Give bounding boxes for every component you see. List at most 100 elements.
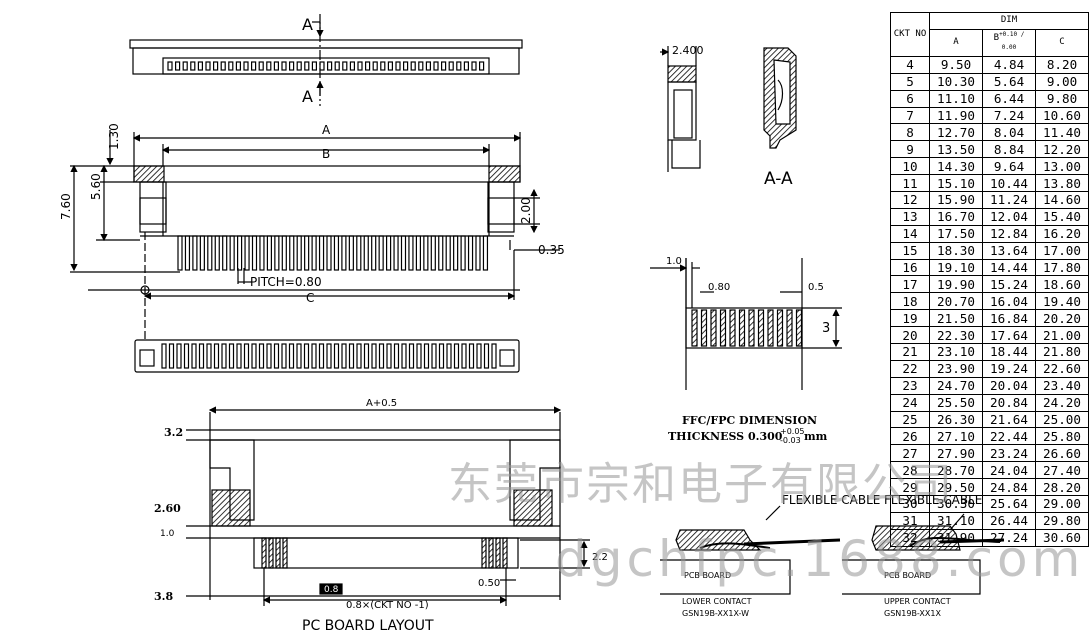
cell-ckt: 31 (890, 511, 930, 530)
top-view (129, 14, 523, 106)
header-dim: DIM (929, 12, 1089, 30)
cell-ckt: 17 (890, 275, 930, 294)
cell-a: 19.10 (929, 258, 983, 277)
cell-c: 11.40 (1035, 123, 1089, 142)
pcb-10-label: 1.0 (160, 529, 175, 539)
pcb-title: PC BOARD LAYOUT (302, 618, 434, 630)
cell-a: 19.90 (929, 275, 983, 294)
flex-cable-lower: FLEXIBLE CABLE (782, 493, 880, 507)
dim-130-label: 1.30 (107, 123, 121, 150)
cell-a: 27.10 (929, 427, 983, 446)
cell-a: 23.90 (929, 359, 983, 378)
cell-b: 21.64 (982, 410, 1036, 429)
cell-b: 8.84 (982, 140, 1036, 159)
pcb-32-label: 3.2 (164, 426, 183, 439)
cell-ckt: 11 (890, 174, 930, 193)
dim-a-label: A (322, 123, 331, 137)
cell-a: 12.70 (929, 123, 983, 142)
cell-c: 24.20 (1035, 393, 1089, 412)
cell-a: 11.10 (929, 89, 983, 108)
cell-c: 18.60 (1035, 275, 1089, 294)
dim-c-label: C (306, 291, 314, 305)
section-a-bottom-label: A (302, 87, 313, 106)
cell-ckt: 20 (890, 326, 930, 345)
cell-b: 15.24 (982, 275, 1036, 294)
cell-b: 18.44 (982, 343, 1036, 361)
ffc-tol-minus: -0.03 (780, 436, 801, 445)
cell-a: 10.30 (929, 72, 983, 91)
pcb-38-label: 3.8 (154, 590, 173, 603)
watermark-company: 东莞市宗和电子有限公司 (448, 459, 954, 510)
cell-ckt: 21 (890, 343, 930, 361)
cell-a: 18.30 (929, 241, 983, 260)
ffc-10-label: 1.0 (666, 256, 682, 267)
cell-b: 26.44 (982, 511, 1036, 530)
cell-c: 25.80 (1035, 427, 1089, 446)
cell-ckt: 28 (890, 461, 930, 480)
cell-ckt: 24 (890, 393, 930, 412)
cell-a: 27.90 (929, 444, 983, 463)
cell-c: 17.80 (1035, 258, 1089, 277)
section-a-top-label: A (302, 15, 313, 34)
cell-b: 13.64 (982, 241, 1036, 260)
lower-contact-label: LOWER CONTACT (682, 597, 752, 606)
cell-ckt: 13 (890, 207, 930, 226)
cell-c: 15.40 (1035, 207, 1089, 226)
cell-c: 13.80 (1035, 174, 1089, 193)
dim-035-label: 0.35 (538, 243, 565, 257)
cell-a: 23.10 (929, 343, 983, 361)
cell-ckt: 30 (890, 495, 930, 513)
cell-c: 26.60 (1035, 444, 1089, 463)
header-ckt-no: CKT NO (890, 12, 930, 57)
cell-c: 9.00 (1035, 72, 1089, 91)
cell-c: 17.00 (1035, 241, 1089, 260)
cell-b: 12.04 (982, 207, 1036, 226)
bottom-view (134, 339, 520, 373)
cell-c: 12.20 (1035, 140, 1089, 159)
cell-b: 16.84 (982, 309, 1036, 328)
section-aa (763, 47, 797, 149)
cell-ckt: 25 (890, 410, 930, 429)
cell-a: 31.10 (929, 511, 983, 530)
cell-ckt: 22 (890, 359, 930, 378)
cell-ckt: 8 (890, 123, 930, 142)
ffc-unit: mm (804, 430, 828, 443)
cell-b: 6.44 (982, 89, 1036, 108)
cell-a: 15.90 (929, 191, 983, 209)
cell-b: 9.64 (982, 157, 1036, 176)
ffc-thickness: THICKNESS 0.300 (668, 430, 783, 443)
cell-ckt: 19 (890, 309, 930, 328)
upper-part-label: GSN19B-XX1X (884, 609, 941, 618)
cell-a: 14.30 (929, 157, 983, 176)
ffc-tol-plus: +0.05 (780, 427, 805, 436)
cell-b: 10.44 (982, 174, 1036, 193)
cell-a: 30.30 (929, 495, 983, 513)
cell-b: 20.04 (982, 376, 1036, 395)
cell-c: 14.60 (1035, 191, 1089, 209)
pcb-260-label: 2.60 (154, 502, 181, 515)
pcb-layout (186, 406, 590, 606)
cell-b: 16.04 (982, 292, 1036, 311)
cell-a: 25.50 (929, 393, 983, 412)
cell-ckt: 18 (890, 292, 930, 311)
cell-ckt: 23 (890, 376, 930, 395)
header-c: C (1035, 28, 1089, 57)
header-b-tol: +0.10 / 0.00 (999, 30, 1025, 51)
